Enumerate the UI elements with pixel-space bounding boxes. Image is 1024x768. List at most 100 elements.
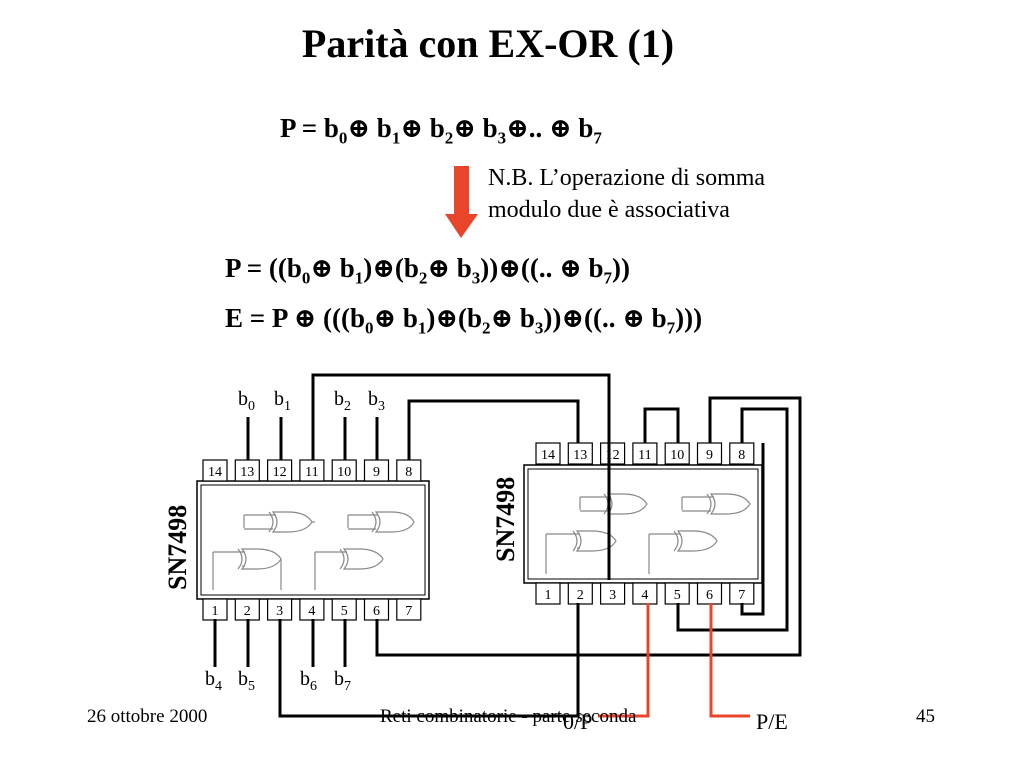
footer-date: 26 ottobre 2000 — [87, 706, 208, 727]
xor-symbol: ⊕ — [347, 113, 371, 143]
pin-number: 1 — [545, 588, 552, 603]
right-chip-bottom-pin-4: 4 — [632, 582, 658, 605]
subscript: 0 — [338, 128, 348, 148]
xor-symbol: ⊕ — [400, 113, 423, 143]
label-sub: 2 — [344, 399, 351, 414]
note-line-1: N.B. L’operazione di somma — [488, 165, 766, 191]
output-label-pe: P/E — [756, 709, 788, 734]
label-sub: 3 — [378, 399, 385, 414]
label-base: b — [334, 668, 344, 690]
output-wires — [598, 603, 750, 718]
subscript: 2 — [444, 128, 454, 148]
formula-tail: .. — [528, 113, 549, 143]
left-chip-bottom-pin-5: 5 — [331, 598, 357, 621]
right-chip-bottom-pin-1: 1 — [535, 582, 561, 605]
left-chip-bottom-pin-3: 3 — [267, 598, 293, 621]
left-chip-bottom-pin-2: 2 — [234, 598, 260, 621]
input-label-b2: b2 — [334, 388, 351, 414]
wiring — [213, 373, 802, 718]
xor-symbol: ⊕ — [549, 113, 572, 143]
label-base: b — [300, 668, 310, 690]
pin-number: 9 — [706, 448, 713, 463]
xor-gate-icon — [314, 548, 384, 590]
label-base: b — [238, 388, 248, 410]
xor-gate-icon — [681, 493, 751, 515]
pin-number: 12 — [273, 465, 287, 480]
label-sub: 7 — [344, 679, 351, 694]
formula-lhs: P = b — [280, 113, 339, 143]
pin-number: 3 — [609, 588, 616, 603]
pin-number: 4 — [308, 604, 315, 619]
input-labels: b0 b1 b2 b3 b4 b5 b6 b7 — [205, 388, 385, 694]
label-sub: 4 — [215, 679, 222, 694]
right-chip-top-pin-13: 13 — [567, 442, 593, 465]
pin-number: 14 — [541, 448, 555, 463]
note-line-2: modulo due è associativa — [488, 197, 730, 223]
right-chip-bottom-pin-3: 3 — [599, 582, 626, 605]
input-label-b0: b0 — [238, 388, 255, 414]
label-base: b — [274, 388, 284, 410]
formula-parity: P = b0⊕ b1⊕ b2⊕ b3⊕.. ⊕ b7 — [280, 113, 602, 148]
pin-number: 9 — [373, 465, 380, 480]
label-sub: 5 — [248, 679, 255, 694]
input-label-b7: b7 — [334, 668, 351, 694]
pin-number: 2 — [244, 604, 251, 619]
right-chip-top-pin-10: 10 — [664, 442, 690, 465]
footer-page-number: 45 — [916, 706, 935, 727]
pin-number: 5 — [674, 588, 681, 603]
left-chip-bottom-pin-7: 7 — [396, 598, 422, 621]
associativity-note: N.B. L’operazione di somma modulo due è … — [488, 162, 828, 226]
input-label-b5: b5 — [238, 668, 255, 694]
pin-number: 11 — [305, 465, 318, 480]
pin-number: 1 — [212, 604, 219, 619]
right-chip-top-pin-11: 11 — [632, 442, 658, 465]
pin-number: 4 — [641, 588, 648, 603]
down-arrow-icon — [445, 166, 478, 238]
xor-gate-icon — [579, 493, 648, 515]
pin-number: 5 — [341, 604, 348, 619]
formula-parity-grouped: P = ((b0⊕ b1)⊕(b2⊕ b3))⊕((.. ⊕ b7)) — [225, 253, 631, 288]
left-chip-bottom-pin-4: 4 — [299, 598, 325, 621]
formula-last: b — [578, 113, 594, 143]
input-label-b1: b1 — [274, 388, 291, 414]
pin-number: 14 — [208, 465, 222, 480]
formula-error-check: E = P ⊕ (((b0⊕ b1)⊕(b2⊕ b3))⊕((.. ⊕ b7))… — [225, 303, 703, 338]
pin-number: 7 — [405, 604, 412, 619]
left-chip-top-pin-13: 13 — [234, 459, 260, 482]
pin-number: 6 — [706, 588, 713, 603]
xor-symbol: ⊕ — [506, 113, 529, 143]
left-chip-top-pin-12: 12 — [267, 459, 293, 482]
subscript: 1 — [391, 128, 401, 148]
label-base: b — [238, 668, 248, 690]
pin-number: 2 — [577, 588, 584, 603]
pin-number: 13 — [240, 465, 254, 480]
right-chip-bottom-pin-2: 2 — [567, 582, 593, 605]
chip-label-left: SN7498 — [163, 505, 192, 590]
right-chip-bottom-pin-7: 7 — [729, 582, 755, 605]
left-chip-top-pin-11: 11 — [299, 459, 325, 482]
right-chip-top-pin-9: 9 — [696, 442, 723, 465]
left-chip-top-pin-14: 14 — [202, 459, 228, 482]
pin-number: 7 — [738, 588, 745, 603]
pin-number: 10 — [670, 448, 684, 463]
pin-number: 8 — [738, 448, 745, 463]
input-label-b4: b4 — [205, 668, 222, 694]
subscript: 7 — [593, 128, 602, 148]
xor-gate-icon — [545, 530, 617, 574]
left-chip-top-pin-10: 10 — [331, 459, 357, 482]
input-label-b3: b3 — [368, 388, 385, 414]
pin-number: 8 — [405, 465, 412, 480]
output-label-op: 0/P — [563, 709, 592, 734]
xor-symbol: ⊕ — [453, 113, 476, 143]
label-base: b — [368, 388, 378, 410]
chip-label-right: SN7498 — [491, 477, 520, 562]
footer-title: Reti combinatorie - parte seconda — [380, 706, 637, 727]
label-sub: 6 — [310, 679, 317, 694]
xor-gate-icon — [243, 511, 315, 533]
subscript: 3 — [497, 128, 507, 148]
xor-gate-icon — [648, 530, 718, 574]
xor-gate-icon — [347, 511, 415, 533]
right-chip-top-pin-8: 8 — [729, 442, 755, 465]
